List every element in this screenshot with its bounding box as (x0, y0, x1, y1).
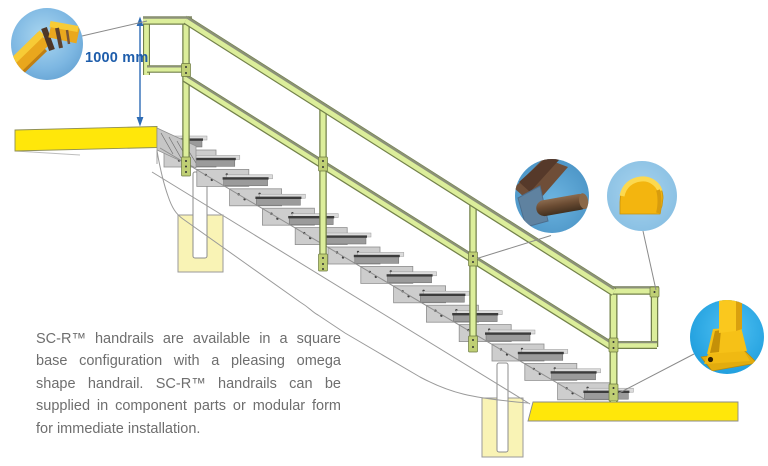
midrail-connection-photo-icon (515, 159, 589, 228)
lower-platform (527, 401, 739, 422)
midrail-connection-callout (515, 159, 589, 233)
ground-profile-lines (14, 150, 531, 405)
handrail-horizontal-rails (143, 16, 659, 349)
description-line: base configuration with a pleasing omega (36, 353, 341, 370)
description-line: SC-R™ handrails are available in a squar… (36, 331, 341, 347)
description-line: supplied in component parts or modular f… (36, 398, 341, 415)
stringer-edge-line (159, 147, 587, 401)
square-base-plate-photo-icon (700, 300, 758, 372)
square-base-callout (690, 300, 764, 374)
corner-joint-callout (11, 8, 83, 80)
upper-platform (14, 126, 158, 152)
callout-leader-lines (81, 20, 695, 394)
description-line: shape handrail. SC-R™ handrails can be (36, 375, 341, 392)
handrail-assembly (143, 15, 660, 402)
handrail-diagonal-rails (182, 15, 617, 351)
dimension-label: 1000 mm (85, 50, 149, 66)
omega-profile-callout (607, 161, 677, 231)
omega-profile-photo-icon (619, 176, 664, 215)
foundation-block-lower (481, 362, 524, 458)
description-text: SC-R™ handrails are available in a squar… (36, 328, 341, 440)
rail-connectors (181, 63, 660, 402)
foundation-block-upper (177, 171, 224, 273)
description-line: for immediate installation. (36, 420, 201, 437)
dimension-arrow (136, 16, 144, 127)
staircase-steps (157, 135, 643, 420)
